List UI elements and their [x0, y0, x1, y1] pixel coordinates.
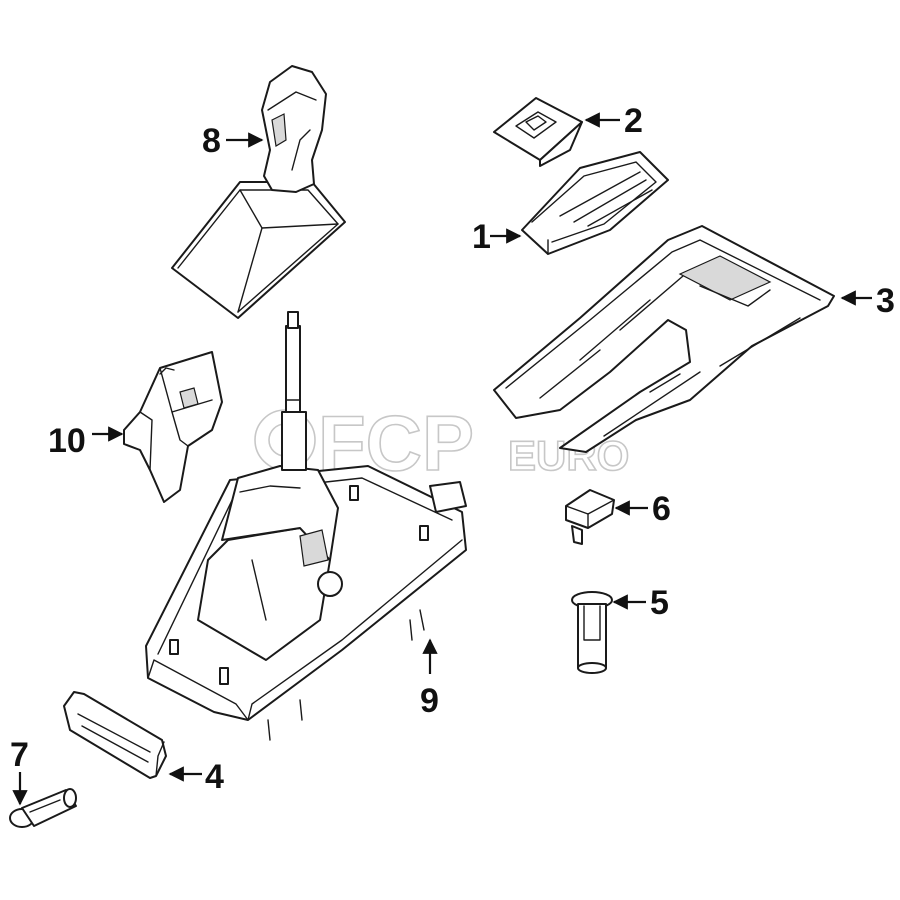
- part-9-shifter-assembly[interactable]: [145, 311, 467, 741]
- callout-5: 5: [650, 584, 669, 622]
- part-1-trim-panel[interactable]: [521, 151, 669, 255]
- callout-6: 6: [652, 490, 671, 528]
- part-4-trim-strip[interactable]: [63, 691, 167, 779]
- callout-1: 1: [472, 218, 491, 256]
- part-2-cover-clip[interactable]: [493, 97, 583, 167]
- part-7-pin[interactable]: [9, 788, 77, 828]
- part-3-console-bracket[interactable]: [493, 225, 835, 453]
- callout-9: 9: [420, 682, 439, 720]
- part-10-control-module[interactable]: [123, 351, 223, 503]
- callout-8: 8: [202, 122, 221, 160]
- callout-4: 4: [205, 758, 224, 796]
- part-8-shift-knob-boot[interactable]: [171, 65, 346, 319]
- part-6-clip[interactable]: [565, 489, 615, 545]
- callout-7: 7: [10, 736, 29, 774]
- part-5-sleeve[interactable]: [571, 591, 613, 674]
- watermark-brand-sub: EURO: [508, 432, 629, 479]
- callout-10: 10: [48, 422, 86, 460]
- callout-2: 2: [624, 102, 643, 140]
- callout-3: 3: [876, 282, 895, 320]
